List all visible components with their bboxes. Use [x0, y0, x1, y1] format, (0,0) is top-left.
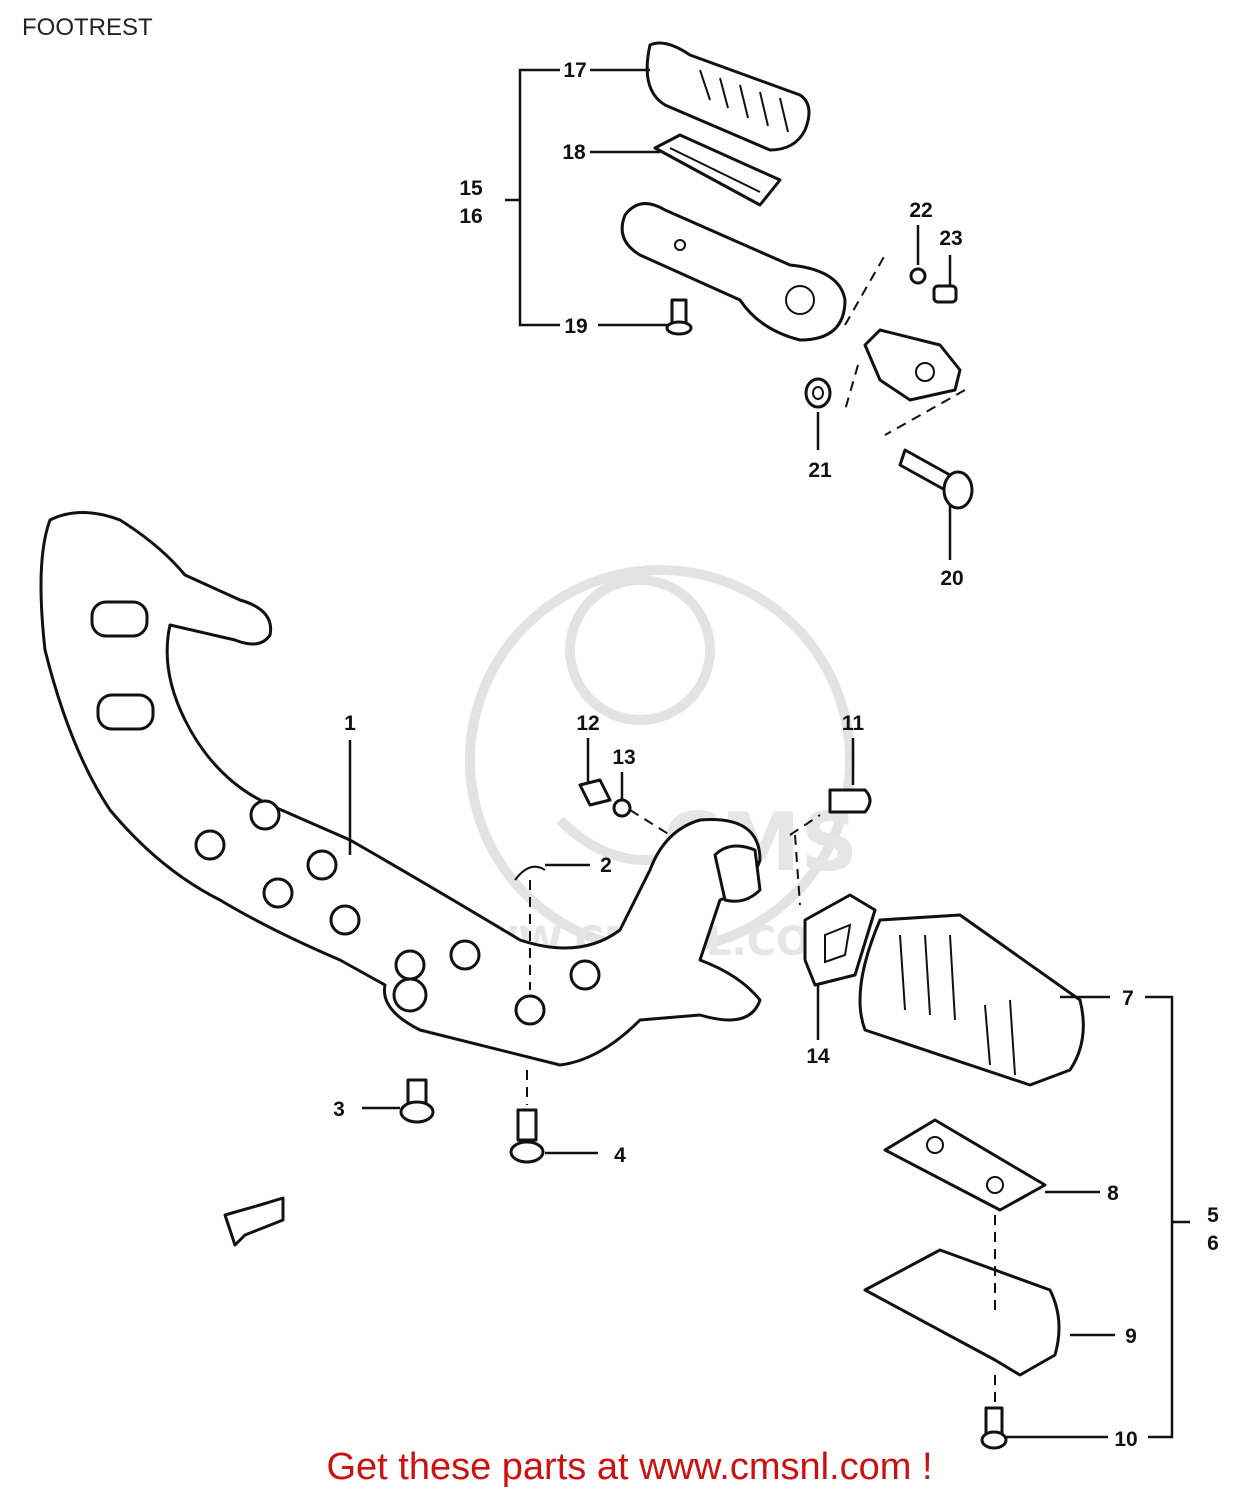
- callout-19: 19: [564, 315, 587, 338]
- callout-3: 3: [333, 1098, 345, 1121]
- spring-23: [932, 284, 958, 304]
- callout-9: 9: [1125, 1325, 1137, 1348]
- callout-11: 11: [842, 712, 865, 735]
- callout-4: 4: [614, 1144, 626, 1167]
- bolt-12: [578, 778, 612, 807]
- callout-15: 15: [459, 177, 483, 200]
- callout-2: 2: [600, 854, 612, 877]
- callout-22: 22: [909, 199, 932, 222]
- callout-5: 5: [1207, 1204, 1219, 1227]
- clip-2: [514, 865, 546, 881]
- callout-8: 8: [1107, 1182, 1119, 1205]
- bolt-3: [399, 1078, 435, 1124]
- footrest-bar-1: [39, 511, 762, 1067]
- page-title: FOOTREST: [22, 14, 153, 41]
- callout-21: 21: [808, 459, 832, 482]
- callout-20: 20: [940, 567, 963, 590]
- direction-arrow-icon: [223, 1196, 285, 1247]
- plate-8: [883, 1118, 1047, 1212]
- callout-23: 23: [939, 227, 962, 250]
- washer-21: [804, 377, 832, 409]
- bolt-19: [665, 298, 693, 336]
- callout-13: 13: [612, 746, 635, 769]
- footrest-rubber-17: [645, 41, 811, 152]
- gasket-14: [803, 893, 877, 987]
- callout-14: 14: [806, 1045, 830, 1068]
- callout-12: 12: [576, 712, 599, 735]
- callout-1: 1: [344, 712, 356, 735]
- nut-13: [612, 798, 632, 818]
- footrest-body-15-16: [620, 202, 847, 342]
- cmsnl-parts-link[interactable]: Get these parts at www.cmsnl.com !: [326, 1446, 933, 1488]
- callout-6: 6: [1207, 1232, 1219, 1255]
- ball-22: [909, 267, 927, 285]
- callout-10: 10: [1114, 1428, 1137, 1451]
- bolt-10: [980, 1406, 1008, 1450]
- callout-7: 7: [1122, 987, 1134, 1010]
- rubber-7: [858, 913, 1085, 1087]
- footrest-plate-18: [653, 133, 782, 207]
- callout-16: 16: [459, 205, 482, 228]
- footrest-bracket: [863, 328, 962, 402]
- callout-18: 18: [562, 141, 586, 164]
- bolt-4: [509, 1108, 545, 1164]
- callout-17: 17: [563, 59, 586, 82]
- pin-20: [898, 448, 974, 510]
- pin-11: [828, 788, 872, 814]
- cover-9: [863, 1248, 1061, 1377]
